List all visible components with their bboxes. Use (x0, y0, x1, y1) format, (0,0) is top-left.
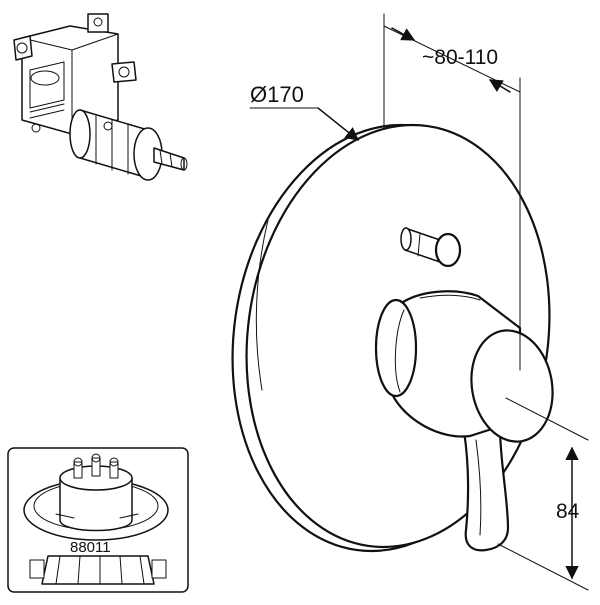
projection-dimension: ~80-110 (383, 13, 521, 371)
lever-height-label: 84 (556, 500, 580, 523)
lever-height-dimension: 84 (497, 397, 589, 591)
mixer-handle-body (374, 290, 554, 443)
diverter-knob (400, 227, 462, 268)
inset-installation-set: 88011 (7, 447, 189, 593)
diameter-label: Ø170 (250, 82, 304, 107)
rough-in-valve-illustration (13, 13, 188, 181)
projection-label: ~80-110 (422, 46, 498, 69)
diameter-dimension: Ø170 (249, 82, 360, 141)
part-number-label: 88011 (70, 539, 111, 556)
mixer-lever (460, 418, 510, 552)
